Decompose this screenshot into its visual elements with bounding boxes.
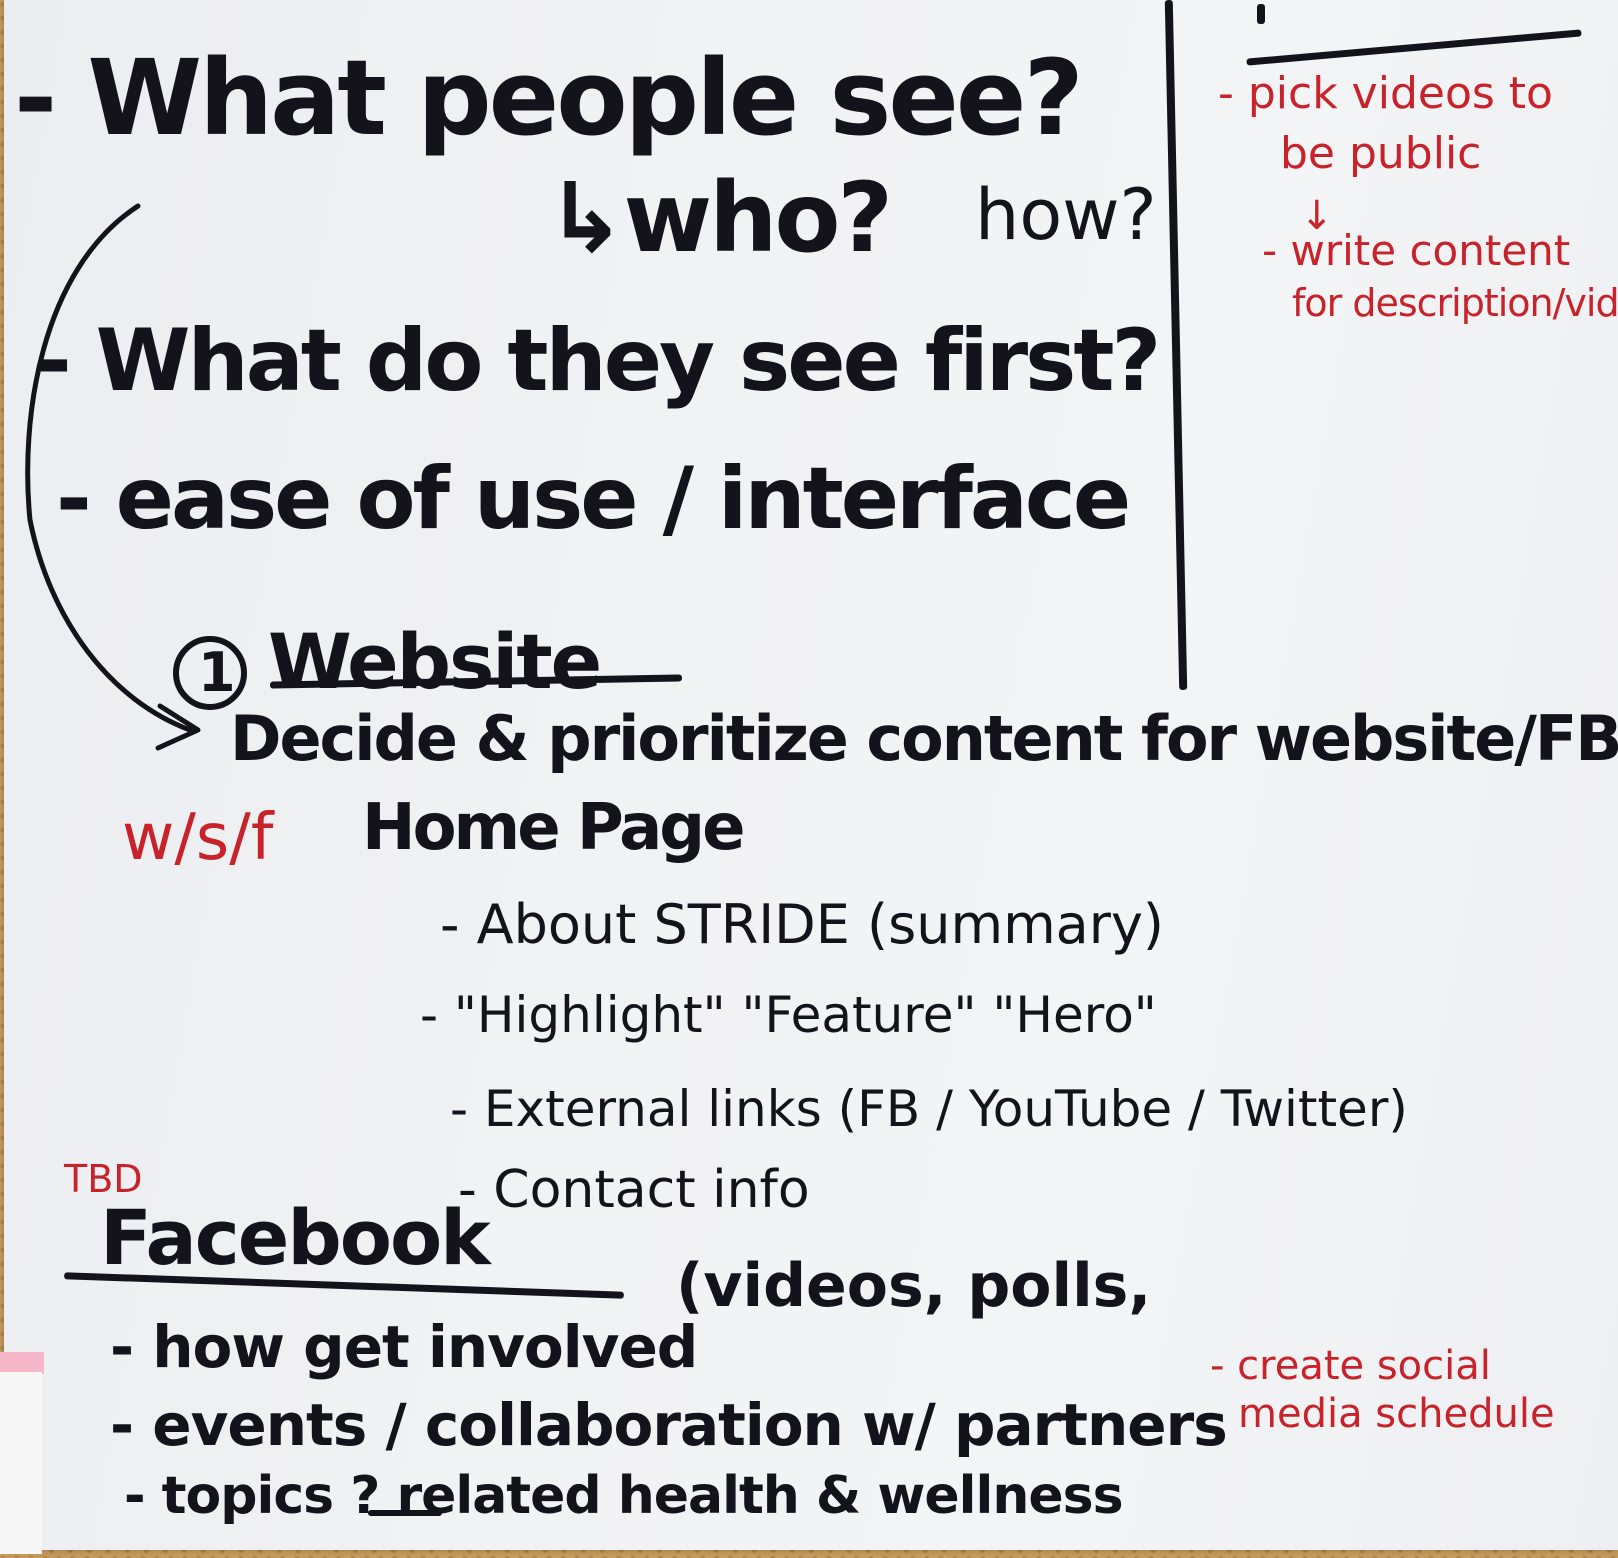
wsf-label: w/s/f: [122, 801, 274, 875]
home-page-item-about: - About STRIDE (summary): [440, 893, 1164, 956]
decide-prioritize-text: Decide & prioritize content for website/…: [230, 702, 1618, 775]
facebook-aside-text: (videos, polls,: [676, 1251, 1152, 1321]
social-media-note-line1: - create social: [1210, 1343, 1491, 1389]
website-heading: Website: [268, 617, 602, 706]
home-page-item-links: - External links (FB / YouTube / Twitter…: [450, 1080, 1408, 1138]
home-page-heading: Home Page: [362, 791, 745, 865]
question-underline: [368, 1510, 442, 1516]
section-number-label: 1: [198, 641, 236, 704]
facebook-item-involved: - how get involved: [110, 1313, 698, 1381]
facebook-item-topics: - topics ? related health & wellness: [124, 1466, 1124, 1526]
tbd-label: TBD: [64, 1157, 143, 1201]
pink-sticky-tab: [0, 1352, 44, 1374]
home-page-item-highlight: - "Highlight" "Feature" "Hero": [420, 986, 1157, 1044]
side-note-be-public: be public: [1280, 128, 1482, 179]
side-note-description: for description/videos: [1292, 281, 1618, 325]
pinned-note-corner: [0, 1372, 42, 1554]
facebook-item-events: - events / collaboration w/ partners: [110, 1391, 1228, 1459]
side-note-write-content: - write content: [1262, 226, 1571, 275]
how-question-text: how?: [975, 174, 1157, 256]
home-page-item-contact: - Contact info: [458, 1160, 810, 1220]
what-first-text: - What do they see first?: [36, 311, 1161, 411]
what-people-see-text: - What people see?: [14, 37, 1084, 159]
top-right-tick: [1257, 4, 1265, 24]
ease-of-use-text: - ease of use / interface: [56, 449, 1131, 549]
social-media-note-line2: media schedule: [1238, 1391, 1555, 1437]
facebook-heading: Facebook: [100, 1193, 491, 1282]
who-question-text: ↳who?: [546, 162, 893, 274]
side-note-pick-videos: - pick videos to: [1218, 68, 1553, 119]
side-note-arrow: ↓: [1300, 193, 1334, 239]
flip-chart-paper: [4, 0, 1618, 1550]
